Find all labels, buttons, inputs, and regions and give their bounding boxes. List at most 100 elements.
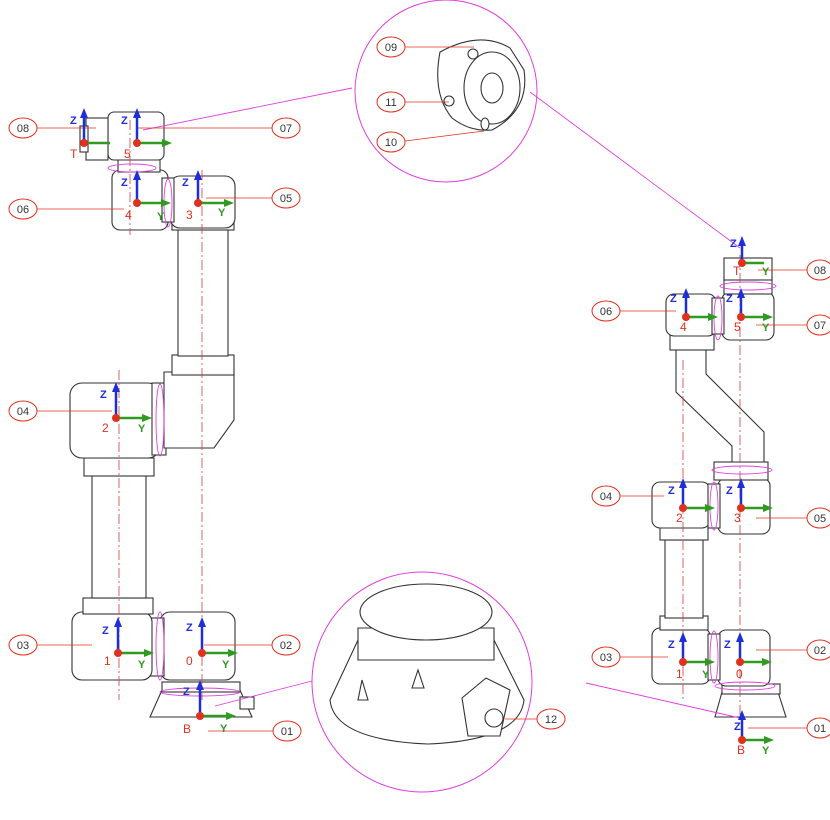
frame-tool-right: [738, 236, 764, 267]
svg-text:02: 02: [280, 640, 292, 652]
frame-base-right: [738, 710, 774, 744]
frame-tool-left: [80, 108, 110, 147]
frame-label-j4: 4: [680, 320, 687, 334]
axis-y-label: Y: [702, 669, 710, 681]
frame-label-j2: 2: [102, 421, 109, 435]
frame-j1-right: [679, 632, 715, 666]
frame-label-base: B: [737, 743, 745, 757]
frame-label-tool: T: [70, 147, 78, 161]
tool-flange-left: [85, 117, 109, 161]
frame-label-j2: 2: [676, 511, 683, 525]
axis-z-label: Z: [726, 485, 733, 497]
svg-text:11: 11: [385, 97, 396, 109]
callout-09: 09: [376, 36, 406, 58]
axis-z-label: Z: [730, 238, 737, 250]
frame-j2-left: [112, 382, 152, 422]
callout-03: 03: [8, 634, 38, 656]
callout-12: 12: [536, 708, 566, 730]
lower-link-right: [664, 539, 704, 619]
frame-base-left: [196, 680, 236, 720]
axis-y-label: Y: [220, 723, 228, 735]
frame-label-j1: 1: [676, 667, 683, 681]
callout-04: 04: [8, 400, 38, 422]
callout-03: 03: [591, 646, 621, 668]
axis-y-label: Y: [218, 207, 226, 219]
callout-01: 01: [806, 717, 830, 739]
frame-j3-left: [194, 170, 234, 207]
callout-07: 07: [806, 314, 830, 336]
axis-z-label: Z: [186, 622, 193, 634]
callout-08: 08: [8, 117, 38, 139]
callout-04: 04: [591, 485, 621, 507]
frame-label-j0: 0: [736, 667, 743, 681]
frame-j4-left: [133, 170, 171, 207]
frame-label-j5: 5: [734, 320, 741, 334]
coordinate-frames: [80, 108, 774, 744]
callout-02: 02: [271, 634, 301, 656]
frame-j1-left: [114, 617, 154, 657]
frame-j4-right: [682, 288, 718, 321]
callout-10: 10: [376, 131, 406, 153]
axis-z-label: Z: [726, 293, 733, 305]
upper-link-left: [177, 227, 229, 357]
svg-text:05: 05: [280, 193, 292, 205]
axis-z-label: Z: [121, 177, 128, 189]
frame-label-base: B: [183, 722, 191, 736]
svg-text:01: 01: [281, 726, 293, 738]
svg-text:04: 04: [17, 406, 29, 418]
frame-j0-left: [198, 617, 238, 657]
axis-z-label: Z: [670, 293, 677, 305]
frame-j2-right: [679, 478, 715, 512]
axis-y-label: Y: [138, 423, 146, 435]
axis-y-label: Y: [157, 211, 165, 223]
svg-text:04: 04: [600, 491, 612, 503]
svg-text:12: 12: [545, 714, 557, 726]
callout-11: 11: [376, 91, 406, 113]
axis-y-label: Y: [762, 266, 770, 278]
frame-label-j3: 3: [186, 208, 193, 222]
svg-text:08: 08: [814, 265, 826, 277]
callout-08: 08: [806, 259, 830, 281]
axis-z-label: Z: [668, 639, 675, 651]
axis-y-label: Y: [762, 322, 770, 334]
svg-text:01: 01: [814, 723, 826, 735]
svg-text:05: 05: [814, 513, 826, 525]
axis-z-label: Z: [70, 115, 77, 127]
axis-z-label: Z: [182, 177, 189, 189]
callout-01: 01: [272, 720, 302, 742]
svg-text:03: 03: [17, 640, 29, 652]
frame-j0-right: [736, 632, 772, 666]
svg-text:06: 06: [17, 204, 29, 216]
frame-label-j4: 4: [125, 208, 132, 222]
svg-text:07: 07: [814, 320, 826, 332]
frame-j3-right: [737, 478, 773, 512]
frame-j5-right: [737, 288, 773, 321]
frame-label-tool: T: [733, 264, 741, 278]
svg-text:06: 06: [600, 306, 612, 318]
axis-z-label: Z: [102, 625, 109, 637]
callout-06: 06: [591, 300, 621, 322]
svg-text:10: 10: [385, 137, 397, 149]
axis-z-label: Z: [183, 686, 190, 698]
callout-05: 05: [806, 507, 830, 529]
axis-z-label: Z: [668, 485, 675, 497]
svg-text:08: 08: [17, 123, 29, 135]
callout-02: 02: [806, 639, 830, 661]
frame-j5-left: [133, 108, 172, 147]
axis-z-label: Z: [734, 721, 741, 733]
upper-link-right: [675, 347, 765, 463]
axis-z-label: Z: [724, 639, 731, 651]
frame-label-j5: 5: [124, 147, 131, 161]
zoom-circle-bottom: [214, 571, 741, 793]
frame-label-j3: 3: [734, 511, 741, 525]
axis-y-label: Y: [762, 745, 770, 757]
axis-z-label: Z: [100, 389, 107, 401]
frame-label-j0: 0: [186, 654, 193, 668]
callout-07: 07: [271, 117, 301, 139]
robot-arm-left: [69, 111, 255, 718]
svg-text:07: 07: [280, 123, 292, 135]
callout-06: 06: [8, 198, 38, 220]
axis-z-label: Z: [121, 115, 128, 127]
axis-y-label: Y: [222, 659, 230, 671]
